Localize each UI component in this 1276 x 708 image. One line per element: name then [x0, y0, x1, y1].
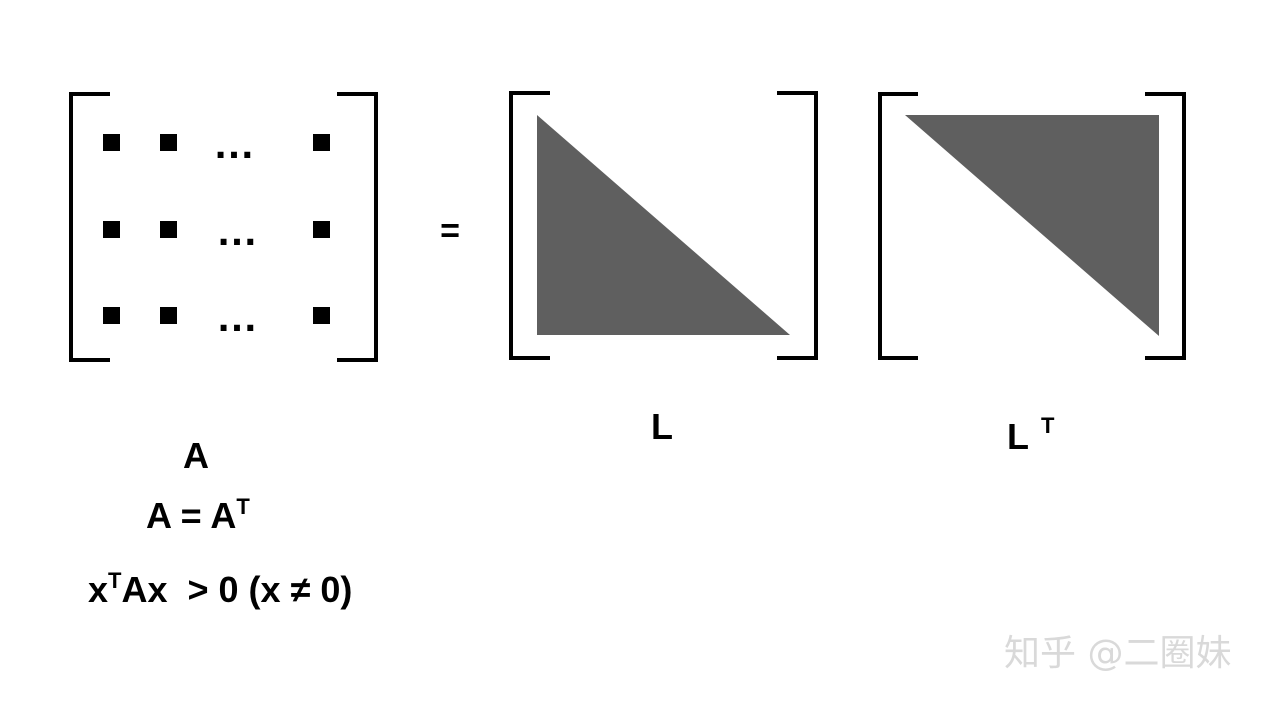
matrix-l-right-bracket	[777, 91, 818, 360]
matrix-a-ellipsis: …	[213, 120, 255, 167]
transpose-superscript: T	[236, 494, 250, 519]
matrix-a-ellipsis: …	[216, 207, 258, 254]
matrix-l-left-bracket	[509, 91, 550, 360]
symmetric-condition-lhs: A = A	[146, 495, 237, 536]
matrix-l-label: L	[651, 406, 673, 447]
matrix-a-entry	[313, 221, 330, 238]
matrix-a-entry	[160, 307, 177, 324]
pd-vector-x: x	[88, 569, 109, 610]
lower-triangle	[537, 115, 790, 335]
matrix-a-entry	[160, 134, 177, 151]
matrix-lt-left-bracket	[878, 92, 918, 360]
matrix-lt-name: L	[1007, 416, 1029, 457]
matrix-a-right-bracket	[337, 92, 378, 362]
matrix-a-entry	[160, 221, 177, 238]
symmetric-condition: A = AT	[146, 495, 250, 536]
transpose-superscript: T	[1041, 413, 1055, 438]
matrix-a-entry	[103, 221, 120, 238]
matrix-a-label: A	[183, 435, 209, 476]
matrix-a-entry	[313, 307, 330, 324]
matrix-a-entry	[313, 134, 330, 151]
transpose-superscript: T	[108, 568, 122, 593]
matrix-a-entry	[103, 307, 120, 324]
matrix-a-ellipsis: …	[216, 293, 258, 340]
positive-definite-condition: xTAx > 0 (x ≠ 0)	[88, 569, 353, 610]
pd-condition-rest: Ax > 0 (x ≠ 0)	[121, 569, 353, 610]
upper-triangle	[905, 115, 1159, 336]
equals-sign: =	[440, 212, 460, 250]
matrix-lt-right-bracket	[1145, 92, 1186, 360]
watermark: 知乎 @二圈妹	[1004, 633, 1232, 674]
matrix-a-left-bracket	[69, 92, 110, 362]
matrix-a-entry	[103, 134, 120, 151]
